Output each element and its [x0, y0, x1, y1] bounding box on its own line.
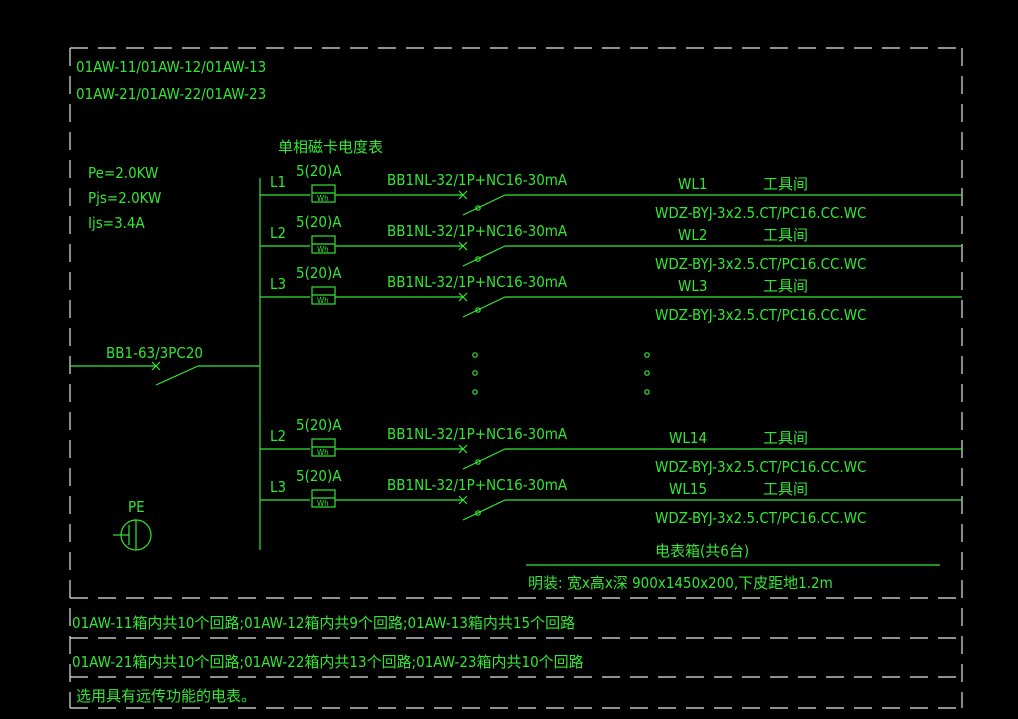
- breaker-contact-dot: [475, 205, 481, 211]
- breaker-label: BB1NL-32/1P+NC16-30mA: [387, 425, 568, 443]
- circuit-id: WL15: [669, 480, 707, 498]
- meter-rating: 5(20)A: [296, 213, 342, 231]
- circuit-use: 工具间: [763, 277, 808, 295]
- meter-rating: 5(20)A: [296, 467, 342, 485]
- breaker-contact-dot: [475, 459, 481, 465]
- continuation-dots: [472, 352, 650, 395]
- meter-symbol: Wh: [317, 499, 329, 508]
- cable-spec: WDZ-BYJ-3x2.5.CT/PC16.CC.WC: [655, 204, 867, 222]
- breaker-label: BB1NL-32/1P+NC16-30mA: [387, 476, 568, 494]
- cable-spec: WDZ-BYJ-3x2.5.CT/PC16.CC.WC: [655, 306, 867, 324]
- phase-label: L1: [270, 173, 286, 191]
- meter-rating: 5(20)A: [296, 416, 342, 434]
- circuit-id: WL1: [678, 175, 707, 193]
- phase-label: L3: [270, 478, 286, 496]
- breaker-blade: [462, 296, 506, 318]
- breaker-contact-dot: [475, 307, 481, 313]
- note-2: 01AW-21箱内共10个回路;01AW-22箱内共13个回路;01AW-23箱…: [72, 653, 584, 671]
- circuit-use: 工具间: [763, 480, 808, 498]
- meter-title: 单相磁卡电度表: [278, 138, 383, 156]
- dashed-frame: [69, 47, 963, 709]
- box-spec: 明装: 宽x高x深 900x1450x200,下皮距地1.2m: [528, 574, 833, 592]
- param-ijs: Ijs=3.4A: [88, 214, 146, 232]
- cable-spec: WDZ-BYJ-3x2.5.CT/PC16.CC.WC: [655, 255, 867, 273]
- breaker-x-mark: [458, 444, 468, 454]
- cable-spec: WDZ-BYJ-3x2.5.CT/PC16.CC.WC: [655, 509, 867, 527]
- breaker-label: BB1NL-32/1P+NC16-30mA: [387, 222, 568, 240]
- pe-label: PE: [128, 498, 145, 516]
- meter-rating: 5(20)A: [296, 162, 342, 180]
- circuit-id: WL2: [678, 226, 707, 244]
- breaker-x-mark: [458, 190, 468, 200]
- circuit-id: WL3: [678, 277, 707, 295]
- pe-ground-symbol: [113, 519, 152, 551]
- breaker-blade: [462, 194, 506, 216]
- breaker-x-mark: [458, 495, 468, 505]
- phase-label: L3: [270, 275, 286, 293]
- circuit-id: WL14: [669, 429, 707, 447]
- phase-label: L2: [270, 224, 286, 242]
- meter-symbol: Wh: [317, 245, 329, 254]
- breaker-x-mark: [458, 241, 468, 251]
- header-line-1: 01AW-11/01AW-12/01AW-13: [76, 58, 266, 76]
- breaker-label: BB1NL-32/1P+NC16-30mA: [387, 273, 568, 291]
- meter-symbol: Wh: [317, 194, 329, 203]
- circuit-use: 工具间: [763, 175, 808, 193]
- box-title: 电表箱(共6台): [655, 542, 749, 560]
- meter-rating: 5(20)A: [296, 264, 342, 282]
- breaker-blade: [462, 448, 506, 470]
- phase-label: L2: [270, 427, 286, 445]
- breaker-contact-dot: [475, 256, 481, 262]
- breaker-label: BB1NL-32/1P+NC16-30mA: [387, 171, 568, 189]
- breaker-blade: [462, 499, 506, 521]
- circuit-rows: Wh L1 5(20)A BB1NL-32/1P+NC16-30mA WL1 工具间 WDZ…: [260, 162, 962, 527]
- cable-spec: WDZ-BYJ-3x2.5.CT/PC16.CC.WC: [655, 458, 867, 476]
- breaker-contact-dot: [475, 510, 481, 516]
- circuit-use: 工具间: [763, 429, 808, 447]
- main-breaker-label: BB1-63/3PC20: [106, 344, 203, 362]
- param-pjs: Pjs=2.0KW: [88, 189, 161, 207]
- note-3: 选用具有远传功能的电表。: [76, 687, 256, 705]
- main-breaker-symbol: [70, 361, 260, 386]
- meter-symbol: Wh: [317, 448, 329, 457]
- meter-symbol: Wh: [317, 296, 329, 305]
- circuit-use: 工具间: [763, 226, 808, 244]
- note-1: 01AW-11箱内共10个回路;01AW-12箱内共9个回路;01AW-13箱内…: [72, 614, 575, 632]
- breaker-blade: [462, 245, 506, 267]
- param-pe: Pe=2.0KW: [88, 164, 158, 182]
- breaker-x-mark: [458, 292, 468, 302]
- header-line-2: 01AW-21/01AW-22/01AW-23: [76, 85, 266, 103]
